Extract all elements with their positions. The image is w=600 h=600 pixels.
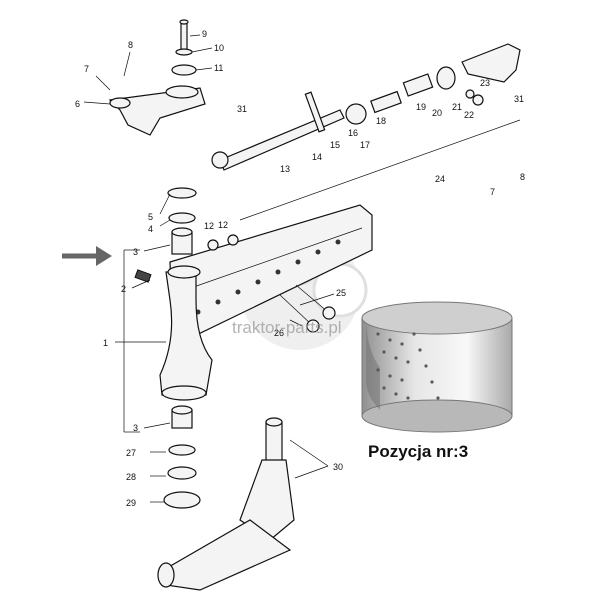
callout-20: 20 — [432, 108, 442, 118]
callout-12-left: 12 — [204, 221, 214, 231]
callout-7-right: 7 — [490, 187, 495, 197]
upper-bushing-stack — [167, 187, 197, 255]
callout-labels: 1 2 3 3 4 5 6 7 8 9 10 11 12 12 13 14 15… — [75, 29, 525, 508]
callout-4: 4 — [148, 224, 153, 234]
callout-27: 27 — [126, 448, 136, 458]
callout-5: 5 — [148, 212, 153, 222]
callout-13: 13 — [280, 164, 290, 174]
callout-6: 6 — [75, 99, 80, 109]
callout-7-top: 7 — [84, 64, 89, 74]
callout-25: 25 — [336, 288, 346, 298]
steering-arm — [108, 85, 206, 136]
callout-1: 1 — [103, 338, 108, 348]
grease-nipple — [134, 269, 152, 283]
position-caption: Pozycja nr:3 — [368, 442, 469, 461]
bushing-photo — [361, 301, 513, 433]
callout-8-top: 8 — [128, 40, 133, 50]
callout-21: 21 — [452, 102, 462, 112]
callout-24: 24 — [435, 174, 445, 184]
callout-3-upper: 3 — [133, 247, 138, 257]
bolts-mid — [207, 234, 336, 333]
leader-lines — [83, 34, 335, 503]
callout-16: 16 — [348, 128, 358, 138]
stub-axle — [157, 417, 295, 591]
callout-3-lower: 3 — [133, 423, 138, 433]
callout-31-right: 31 — [514, 94, 524, 104]
spindle-housing — [159, 265, 213, 401]
callout-23: 23 — [480, 78, 490, 88]
callout-9: 9 — [202, 29, 207, 39]
callout-30: 30 — [333, 462, 343, 472]
callout-10: 10 — [214, 43, 224, 53]
callout-19: 19 — [416, 102, 426, 112]
top-bolt-stack — [171, 19, 197, 76]
watermark-text: traktor-parts.pl — [232, 318, 342, 337]
tie-rod-end-assembly — [304, 43, 521, 133]
callout-31-left: 31 — [237, 104, 247, 114]
callout-2: 2 — [121, 284, 126, 294]
callout-11: 11 — [214, 63, 223, 73]
callout-15: 15 — [330, 140, 340, 150]
position-arrow-icon — [62, 246, 112, 266]
drag-link-line — [239, 119, 521, 221]
callout-22: 22 — [464, 110, 474, 120]
callout-18: 18 — [376, 116, 386, 126]
callout-12-right: 12 — [218, 220, 228, 230]
callout-26: 26 — [274, 328, 284, 338]
callout-29: 29 — [126, 498, 136, 508]
tie-rod — [211, 109, 345, 171]
callout-28: 28 — [126, 472, 136, 482]
callout-8-right: 8 — [520, 172, 525, 182]
lower-bushing-stack — [163, 405, 201, 509]
callout-14: 14 — [312, 152, 322, 162]
callout-17: 17 — [360, 140, 370, 150]
